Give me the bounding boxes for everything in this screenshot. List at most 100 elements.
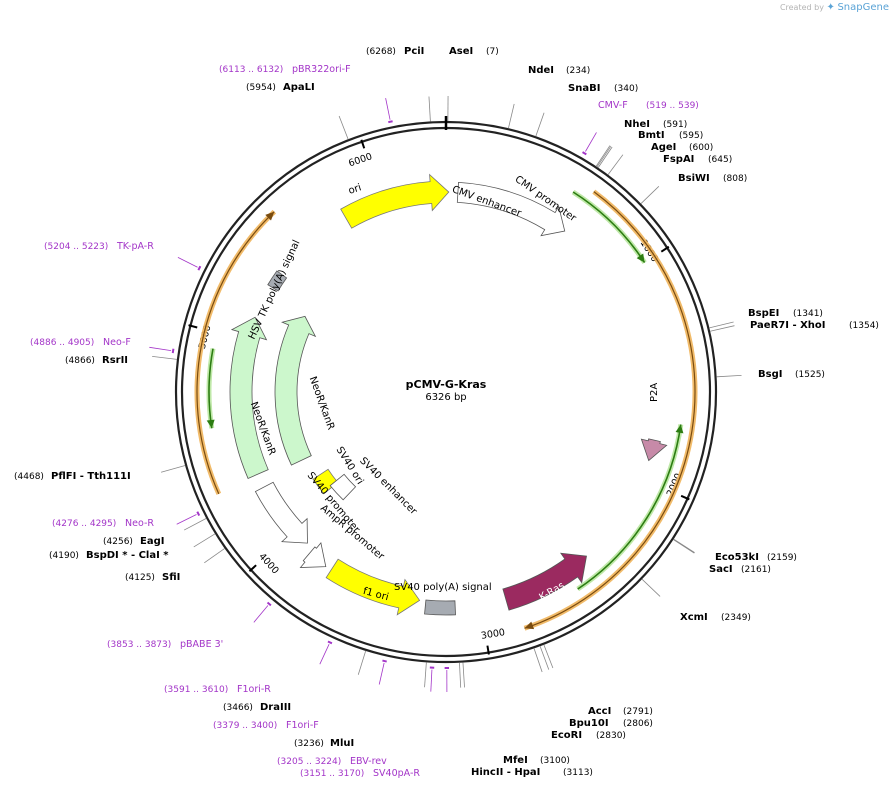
primer-range-f1ori-f: (3379 .. 3400) bbox=[213, 721, 277, 731]
primer-range-sv40pa-r: (3151 .. 3170) bbox=[300, 769, 364, 779]
neor-inner-arrow bbox=[274, 315, 317, 466]
enzyme-site-line bbox=[607, 154, 624, 175]
enzyme-pos-ndei: (234) bbox=[566, 66, 590, 76]
primer-name-pbabe3: pBABE 3' bbox=[180, 639, 223, 650]
enzyme-site-line bbox=[543, 644, 554, 669]
feature-label-p2a: P2A bbox=[649, 383, 660, 402]
cmv-arrow bbox=[456, 181, 566, 237]
k-ras-arrow bbox=[502, 552, 587, 611]
enzyme-pos-bsiwi: (808) bbox=[723, 174, 747, 184]
primer-range-neo-f: (4886 .. 4905) bbox=[30, 338, 94, 348]
orf-green-upper-line bbox=[572, 191, 646, 264]
enzyme-name-apali: ApaLI bbox=[283, 82, 315, 93]
enzyme-site-line bbox=[710, 325, 735, 332]
enzyme-pos-eco53ki: (2159) bbox=[767, 553, 797, 563]
primer-site-line bbox=[430, 669, 433, 692]
enzyme-pos-sfii: (4125) bbox=[125, 573, 155, 583]
enzyme-site-line bbox=[709, 321, 734, 329]
enzyme-pos-saci: (2161) bbox=[741, 565, 771, 575]
primer-name-tk-pa-r: TK-pA-R bbox=[116, 241, 154, 252]
enzyme-site-line bbox=[459, 662, 462, 688]
enzyme-pos-bsgi: (1525) bbox=[795, 370, 825, 380]
primer-name-f1ori-f: F1ori-F bbox=[286, 720, 319, 731]
enzyme-pos-apali: (5954) bbox=[246, 83, 276, 93]
feature-label-ori: ori bbox=[347, 182, 363, 196]
primer-name-ebv-rev: EBV-rev bbox=[350, 756, 387, 767]
orf-arcs bbox=[194, 189, 698, 631]
primer-site-line bbox=[585, 132, 597, 152]
enzyme-site-line bbox=[204, 548, 225, 564]
enzyme-pos-nhei: (591) bbox=[663, 120, 687, 130]
enzyme-name-bpu10i: Bpu10I bbox=[569, 718, 609, 729]
enzyme-name-pcii: PciI bbox=[404, 46, 424, 57]
primer-site-mark bbox=[582, 151, 587, 156]
primer-site-line bbox=[378, 662, 385, 685]
enzyme-name-sfii: SfiI bbox=[162, 572, 180, 583]
primer-range-ebv-rev: (3205 .. 3224) bbox=[277, 757, 341, 767]
tick-label: 6000 bbox=[347, 151, 373, 169]
enzyme-site-line bbox=[160, 465, 186, 473]
primer-site-mark bbox=[266, 601, 272, 607]
orf-left-line bbox=[196, 211, 275, 495]
enzyme-pos-draiii: (3466) bbox=[223, 703, 253, 713]
primer-labels: (6113 .. 6132) pBR322ori-F CMV-F (519 ..… bbox=[30, 64, 699, 779]
tick-mark bbox=[660, 245, 670, 253]
tick-mark bbox=[680, 494, 690, 501]
enzyme-pos-mfei: (3100) bbox=[540, 756, 570, 766]
enzyme-name-asei: AseI bbox=[449, 46, 473, 57]
primer-name-f1ori-r: F1ori-R bbox=[237, 684, 271, 695]
feature-label-sv40-polya: SV40 poly(A) signal bbox=[394, 582, 492, 593]
enzyme-pos-fspai: (645) bbox=[708, 155, 732, 165]
enzyme-site-line bbox=[428, 96, 431, 122]
primer-site-mark bbox=[327, 640, 333, 645]
enzyme-site-line bbox=[539, 646, 550, 670]
primer-site-line bbox=[253, 605, 269, 623]
enzyme-pos-bspei: (1341) bbox=[793, 309, 823, 319]
orf-green-lower-arrow bbox=[675, 424, 684, 434]
ori-arrow bbox=[340, 173, 450, 229]
orf-left-arrow bbox=[265, 211, 275, 221]
credit-prefix: Created by bbox=[779, 3, 824, 12]
primer-site-line bbox=[385, 98, 391, 120]
f1-ori-arrow bbox=[325, 558, 421, 616]
enzyme-site-line bbox=[508, 103, 515, 129]
credit-brand: SnapGene bbox=[837, 2, 889, 13]
enzyme-name-fspai: FspAI bbox=[663, 154, 694, 165]
enzyme-name-bmti: BmtI bbox=[638, 130, 665, 141]
enzyme-pos-bpu10i: (2806) bbox=[623, 719, 653, 729]
enzyme-name-mlui: MluI bbox=[330, 738, 354, 749]
enzyme-pos-pflfi-tth111i: (4468) bbox=[14, 472, 44, 482]
primer-name-sv40pa-r: SV40pA-R bbox=[373, 768, 420, 779]
primer-site-mark bbox=[197, 265, 202, 271]
enzyme-site-line bbox=[152, 355, 178, 360]
enzyme-pos-snabi: (340) bbox=[614, 84, 638, 94]
sv40-polya-box bbox=[424, 599, 456, 616]
enzyme-name-bspdi-clai: BspDI * - ClaI * bbox=[86, 550, 169, 561]
plasmid-name: pCMV-G-Kras bbox=[406, 378, 487, 391]
primer-site-mark bbox=[171, 348, 175, 354]
enzyme-site-line bbox=[357, 650, 367, 675]
enzyme-site-line bbox=[424, 662, 427, 688]
primer-site-line bbox=[177, 257, 198, 268]
enzyme-name-nhei: NheI bbox=[624, 119, 650, 130]
enzyme-site-line bbox=[640, 186, 660, 204]
enzyme-name-saci: SacI bbox=[709, 564, 733, 575]
site-lines bbox=[149, 96, 742, 692]
primer-name-neo-r: Neo-R bbox=[125, 518, 154, 529]
enzyme-name-hincii-hpai: HincII - HpaI bbox=[471, 767, 540, 778]
primer-site-line bbox=[176, 514, 197, 525]
enzyme-pos-acci: (2791) bbox=[623, 707, 653, 717]
tick-mark bbox=[188, 324, 198, 329]
primer-site-line bbox=[149, 346, 172, 351]
enzyme-site-line bbox=[716, 374, 742, 378]
enzyme-site-line bbox=[533, 648, 543, 673]
primer-site-mark bbox=[382, 659, 387, 663]
enzyme-site-line bbox=[183, 518, 207, 531]
feature-shapes bbox=[229, 173, 668, 616]
enzyme-name-paer7i-xhoi: PaeR7I - XhoI bbox=[750, 320, 826, 331]
plasmid-length: 6326 bp bbox=[425, 392, 466, 403]
primer-range-pbr322ori-f: (6113 .. 6132) bbox=[219, 65, 283, 75]
enzyme-labels: (6268) PciI AseI (7) NdeI (234) SnaBI (3… bbox=[14, 46, 879, 778]
enzyme-pos-mlui: (3236) bbox=[294, 739, 324, 749]
